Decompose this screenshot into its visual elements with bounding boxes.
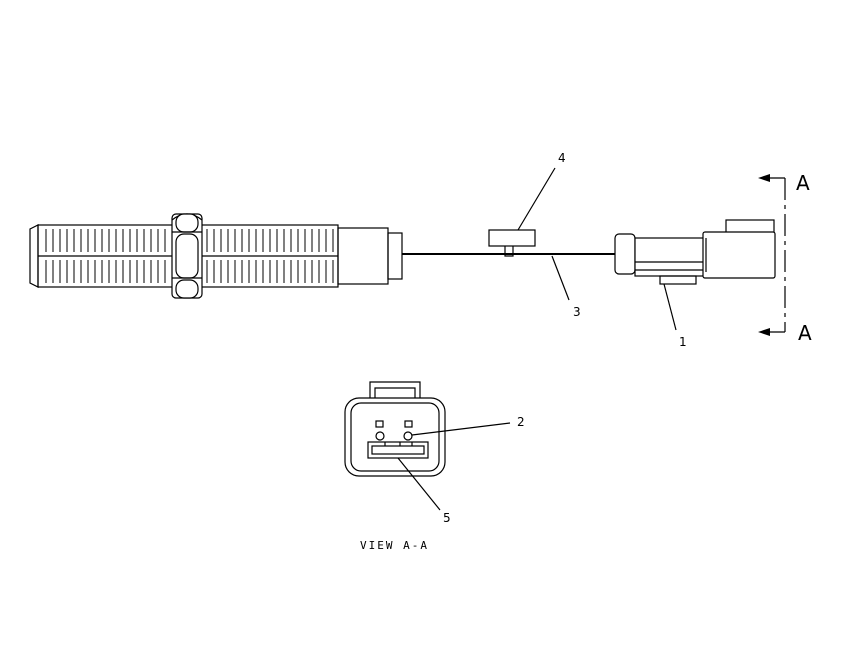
leaders-top xyxy=(517,167,677,331)
hex-nut xyxy=(171,213,203,299)
connector xyxy=(614,219,776,285)
callout-2: 2 xyxy=(517,415,525,429)
callout-3: 3 xyxy=(573,305,581,319)
cable-clip xyxy=(488,229,536,257)
section-line xyxy=(758,174,786,336)
view-caption: VIEW A-A xyxy=(360,539,429,552)
view-aa-connector-face xyxy=(344,381,446,477)
callout-1: 1 xyxy=(679,335,687,349)
section-letter-bottom: A xyxy=(798,321,812,345)
leaders-view xyxy=(397,422,511,511)
callout-5: 5 xyxy=(443,511,451,525)
section-letter-top: A xyxy=(796,171,810,195)
callout-4: 4 xyxy=(558,151,566,165)
sensor-threads xyxy=(45,229,334,283)
sensor-body xyxy=(29,224,403,288)
